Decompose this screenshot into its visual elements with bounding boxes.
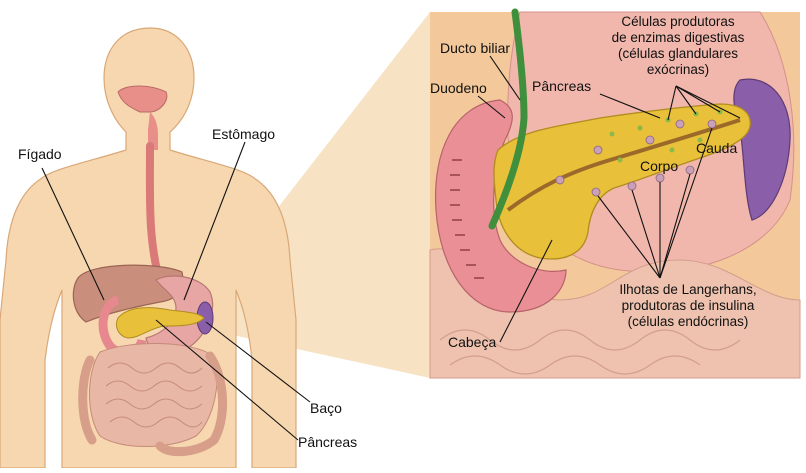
small-intestine [90,343,218,446]
label-pancreas-small: Pâncreas [298,434,357,450]
label-celulas-produtoras: Células produtoras de enzimas digestivas… [588,14,768,78]
label-celulas-line-4: exócrinas) [588,62,768,78]
label-cauda: Cauda [696,140,737,156]
label-pancreas-detail: Pâncreas [532,78,591,94]
label-baco: Baço [310,400,342,416]
label-duodeno: Duodeno [430,80,487,96]
label-ilhotas-line-1: Ilhotas de Langerhans, [598,282,778,298]
label-figado: Fígado [18,146,62,162]
label-celulas-line-2: de enzimas digestivas [588,30,768,46]
label-ilhotas-line-3: (células endócrinas) [598,314,778,330]
human-body [0,28,296,468]
label-ducto-biliar: Ducto biliar [440,40,510,56]
label-celulas-line-1: Células produtoras [588,14,768,30]
label-cabeca: Cabeça [448,334,496,350]
label-estomago: Estômago [212,126,275,142]
label-ilhotas: Ilhotas de Langerhans, produtoras de ins… [598,282,778,330]
label-celulas-line-3: (células glandulares [588,46,768,62]
label-ilhotas-line-2: produtoras de insulina [598,298,778,314]
label-corpo: Corpo [640,158,678,174]
